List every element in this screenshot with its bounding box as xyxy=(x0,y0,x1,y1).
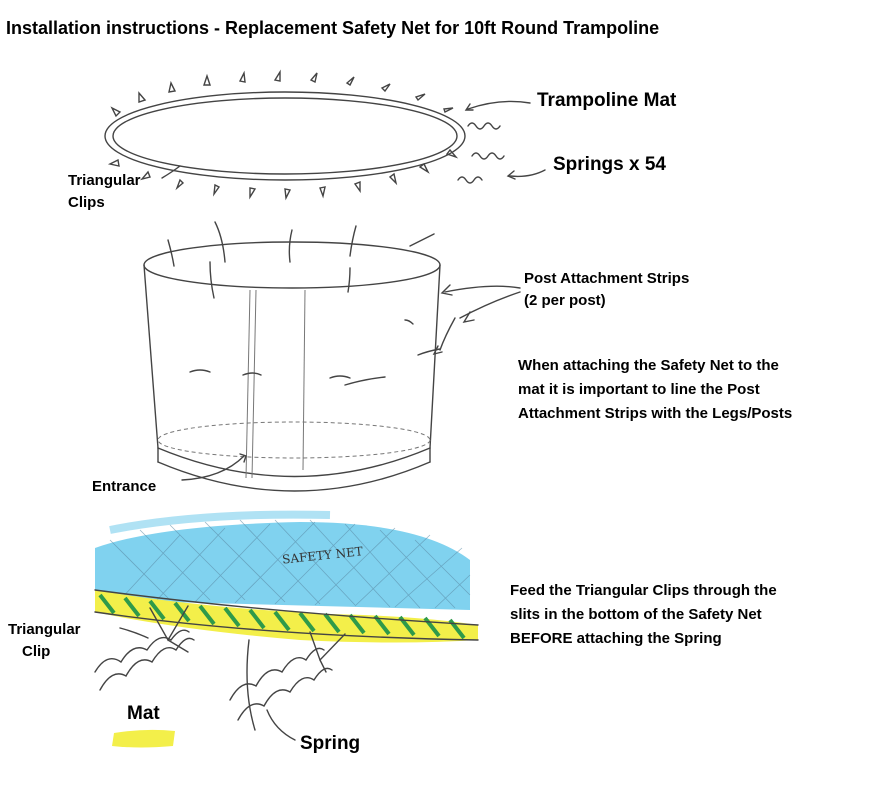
spring-label: Spring xyxy=(300,733,361,754)
safety-net-sketch xyxy=(143,221,521,492)
post-strips-label-line1: Post Attachment Strips xyxy=(524,270,690,287)
attach-instruction-line1: When attaching the Safety Net to the xyxy=(518,357,779,374)
triangular-clips-label-line2: Clips xyxy=(68,194,105,211)
entrance-label: Entrance xyxy=(92,478,157,495)
feed-instruction-line2: slits in the bottom of the Safety Net xyxy=(510,606,762,623)
post-strips-label-line2: (2 per post) xyxy=(524,292,606,309)
feed-instruction-line1: Feed the Triangular Clips through the xyxy=(510,582,777,599)
trampoline-mat-label: Trampoline Mat xyxy=(537,90,677,111)
mat-label: Mat xyxy=(127,703,160,724)
triangular-clips-label-line1: Triangular xyxy=(68,172,141,189)
clip-closeup-sketch xyxy=(94,510,479,748)
trampoline-mat-sketch xyxy=(104,69,546,201)
page-title: Installation instructions - Replacement … xyxy=(6,18,660,38)
feed-instruction-line3: BEFORE attaching the Spring xyxy=(510,630,722,647)
triangular-clip-label-line1: Triangular xyxy=(8,621,81,638)
springs-label: Springs x 54 xyxy=(553,154,666,175)
attach-instruction-line3: Attachment Strips with the Legs/Posts xyxy=(518,405,793,422)
triangular-clip-label-line2: Clip xyxy=(22,643,51,660)
attach-instruction-line2: mat it is important to line the Post xyxy=(518,381,760,398)
